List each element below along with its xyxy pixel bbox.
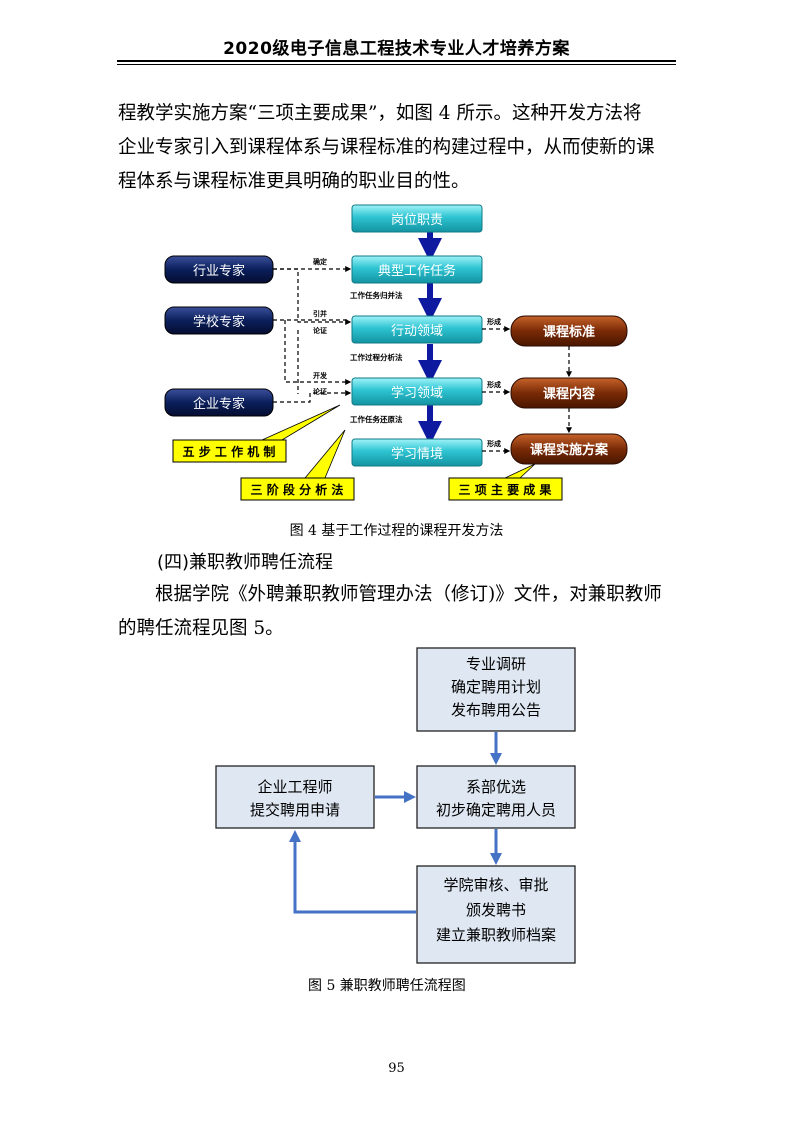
box-research-plan: 专业调研 确定聘用计划 发布聘用公告 — [416, 647, 576, 732]
box-department-select: 系部优选 初步确定聘用人员 — [416, 765, 576, 829]
box-course-plan-label: 课程实施方案 — [530, 442, 609, 458]
callout-five-step-label: 五 步 工 作 机 制 — [183, 444, 276, 459]
box-engineer-apply: 企业工程师 提交聘用申请 — [215, 765, 375, 829]
edge-label-form: 形成 — [487, 439, 501, 448]
callout-three-stage-label: 三 阶 段 分 析 法 — [251, 482, 344, 497]
box-course-standard: 课程标准 — [510, 315, 628, 347]
paragraph-recruitment: 根据学院《外聘兼职教师管理办法（修订)》文件，对兼职教师 的聘任流程见图 5。 — [118, 578, 678, 646]
box-text: 提交聘用申请 — [250, 801, 340, 819]
callout-three-results: 三 项 主 要 成 果 — [448, 463, 563, 501]
expert-connectors — [273, 266, 352, 403]
figure4-caption: 图 4 基于工作过程的课程开发方法 — [289, 523, 504, 539]
box-enterprise-expert-label: 企业专家 — [193, 396, 245, 412]
method-label: 工作过程分析法 — [350, 352, 403, 362]
edge-label-form: 形成 — [487, 317, 501, 326]
figure-course-development: 岗位职责 典型工作任务 行动领域 学习领域 学习情境 工作任务归并法 工作过程分… — [164, 204, 628, 501]
box-learning-situation: 学习情境 — [351, 438, 483, 467]
box-enterprise-expert: 企业专家 — [164, 388, 274, 417]
callout-three-stage: 三 阶 段 分 析 法 — [240, 429, 355, 501]
box-course-content-label: 课程内容 — [543, 386, 595, 402]
box-course-plan: 课程实施方案 — [510, 433, 628, 465]
box-learning-domain: 学习领域 — [351, 377, 483, 406]
text-line: 根据学院《外聘兼职教师管理办法（修订)》文件，对兼职教师 — [155, 584, 662, 605]
edge-label-introduce: 引并 — [313, 309, 327, 318]
box-learning-situation-label: 学习情境 — [391, 446, 443, 462]
output-connectors — [482, 326, 572, 454]
callout-five-step: 五 步 工 作 机 制 — [172, 404, 341, 463]
box-text: 初步确定聘用人员 — [436, 801, 556, 819]
box-action-domain: 行动领域 — [351, 315, 483, 344]
text-line: 的聘任流程见图 5。 — [118, 618, 284, 639]
box-course-standard-label: 课程标准 — [543, 324, 595, 340]
figure5-caption: 图 5 兼职教师聘任流程图 — [308, 978, 466, 994]
box-text: 发布聘用公告 — [451, 701, 541, 719]
box-college-review: 学院审核、审批 颁发聘书 建立兼职教师档案 — [416, 865, 576, 964]
text-line: 程教学实施方案“三项主要成果”，如图 4 所示。这种开发方法将 — [118, 103, 642, 124]
box-course-content: 课程内容 — [510, 377, 628, 409]
header-rule-thick — [117, 60, 676, 62]
box-text: 企业工程师 — [257, 778, 332, 796]
box-learning-domain-label: 学习领域 — [391, 385, 443, 401]
page-header-title: 2020级电子信息工程技术专业人才培养方案 — [223, 39, 570, 59]
section-heading: (四)兼职教师聘任流程 — [157, 552, 334, 573]
edge-label-develop: 开发 — [313, 371, 328, 380]
paragraph-intro: 程教学实施方案“三项主要成果”，如图 4 所示。这种开发方法将 企业专家引入到课… — [118, 97, 678, 199]
edge-label-argue: 论证 — [313, 326, 327, 335]
box-industry-expert-label: 行业专家 — [193, 263, 245, 279]
figure-recruitment-flow: 专业调研 确定聘用计划 发布聘用公告 系部优选 初步确定聘用人员 学院审核、审批… — [215, 647, 576, 964]
method-label: 工作任务还原法 — [350, 414, 403, 424]
method-label: 工作任务归并法 — [350, 290, 403, 300]
edge-label-confirm: 确定 — [313, 257, 327, 266]
box-action-domain-label: 行动领域 — [391, 324, 443, 339]
page-number: 95 — [388, 1061, 405, 1076]
callout-three-results-label: 三 项 主 要 成 果 — [459, 482, 552, 497]
edge-label-form: 形成 — [487, 380, 501, 389]
edge-label-argue: 论证 — [313, 387, 327, 396]
text-line: 企业专家引入到课程体系与课程标准的构建过程中，从而使新的课 — [118, 137, 655, 158]
box-text: 专业调研 — [466, 655, 526, 673]
box-text: 颁发聘书 — [466, 901, 526, 919]
box-school-expert: 学校专家 — [164, 306, 274, 335]
box-job-duty-label: 岗位职责 — [391, 213, 443, 228]
box-text: 确定聘用计划 — [451, 678, 541, 696]
box-industry-expert: 行业专家 — [164, 255, 274, 284]
box-job-duty: 岗位职责 — [351, 204, 483, 233]
box-school-expert-label: 学校专家 — [193, 314, 245, 330]
box-text: 建立兼职教师档案 — [436, 926, 556, 944]
box-text: 学院审核、审批 — [443, 876, 548, 894]
flow-arrows — [289, 732, 502, 914]
box-text: 系部优选 — [466, 778, 526, 796]
box-typical-task-label: 典型工作任务 — [378, 263, 456, 279]
box-typical-task: 典型工作任务 — [351, 255, 483, 284]
header-rule-thin — [117, 64, 676, 65]
text-line: 程体系与课程标准更具明确的职业目的性。 — [118, 171, 470, 192]
